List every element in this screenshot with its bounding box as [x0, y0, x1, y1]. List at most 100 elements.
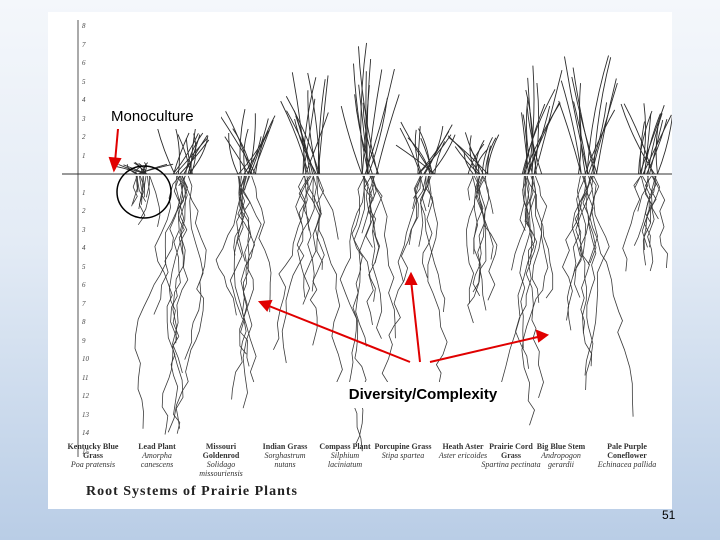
plant-stem — [527, 77, 537, 175]
root-strand — [381, 175, 421, 396]
plant-stem — [639, 121, 645, 175]
root-strand — [353, 175, 376, 302]
root-strand — [425, 175, 448, 386]
plant-stem — [657, 115, 672, 175]
root-strand — [317, 175, 339, 240]
plant-stem — [353, 63, 369, 175]
root-strand — [589, 175, 634, 417]
plant-foliage — [340, 42, 400, 175]
root-strand — [574, 175, 587, 298]
root-strand — [177, 175, 188, 210]
plant-stem — [588, 102, 608, 175]
root-strand — [366, 175, 381, 325]
plant-scientific-name: Spartina pectinata — [481, 460, 541, 469]
plant-stem — [307, 90, 319, 175]
plant-stem — [317, 79, 326, 175]
root-strand — [579, 175, 591, 334]
root-strand — [622, 175, 642, 272]
root-strand — [170, 175, 186, 429]
diversity-arrow-right — [429, 335, 543, 363]
root-strand — [368, 175, 380, 264]
plant-stem — [354, 94, 373, 175]
plant-stem — [423, 124, 453, 175]
plant-stem — [521, 112, 530, 175]
monoculture-label: Monoculture — [105, 105, 221, 129]
plant-stem — [126, 164, 137, 175]
plant-common-name: Big Blue Stem — [536, 442, 586, 451]
depth-tick: 3 — [82, 225, 86, 234]
depth-tick: 7 — [82, 299, 86, 308]
plant-common-name: Indian Grass — [262, 442, 308, 451]
root-strand — [566, 175, 593, 321]
root-strand — [273, 175, 309, 350]
depth-tick: 15 — [82, 447, 89, 456]
plant-roots — [134, 175, 207, 435]
root-strand — [178, 175, 186, 187]
plant-roots — [496, 175, 554, 426]
root-strand — [524, 175, 538, 263]
root-drawings — [131, 175, 668, 452]
root-strand — [475, 175, 481, 191]
root-strand — [419, 175, 446, 313]
plant-stem — [185, 138, 193, 175]
root-strand — [149, 175, 161, 227]
plant-stem — [649, 119, 664, 175]
plant-stem — [358, 46, 379, 175]
root-strand — [134, 175, 185, 429]
root-systems-illustration — [62, 20, 672, 457]
depth-tick: 6 — [82, 281, 86, 289]
root-strand — [530, 175, 543, 303]
root-strand — [496, 175, 535, 401]
diversity-arrow-left — [263, 303, 411, 363]
root-strand — [237, 175, 253, 409]
plant-common-name: Heath Aster — [442, 442, 484, 451]
root-strand — [233, 175, 250, 367]
root-strand — [472, 175, 478, 194]
root-strand — [642, 175, 652, 266]
plant-stem — [156, 126, 176, 175]
root-strand — [363, 175, 383, 339]
root-strand — [143, 175, 147, 198]
root-strand — [240, 175, 262, 383]
plant-stem — [293, 110, 314, 175]
plant-stem — [638, 110, 653, 175]
root-strand — [362, 175, 374, 201]
root-strand — [145, 175, 150, 198]
plant-stem — [525, 97, 533, 175]
root-strand — [181, 175, 207, 360]
root-strand — [251, 175, 272, 313]
plant-stem — [255, 115, 276, 175]
depth-tick: 11 — [82, 373, 89, 382]
root-strand — [649, 175, 661, 223]
page-number: 51 — [662, 508, 676, 522]
plant-scientific-name: Poa pratensis — [70, 460, 116, 469]
plant-foliage — [156, 123, 210, 175]
depth-tick: 2 — [82, 133, 86, 141]
plant-stem — [305, 112, 329, 175]
plant-foliage — [521, 65, 563, 175]
depth-tick: 14 — [82, 429, 89, 437]
root-strand — [281, 175, 310, 364]
root-strand — [524, 175, 544, 399]
root-strand — [526, 175, 554, 299]
depth-tick: 2 — [82, 207, 86, 215]
monoculture-circle — [116, 165, 172, 219]
plant-stem — [584, 109, 616, 175]
plant-stem — [475, 148, 489, 175]
root-strand — [365, 175, 383, 248]
plant-stem — [138, 163, 168, 175]
plant-stem — [586, 55, 609, 175]
plant-stem — [643, 113, 661, 175]
depth-tick: 9 — [82, 336, 86, 345]
plant-stem — [185, 132, 204, 175]
plant-scientific-name: Stipa spartea — [381, 451, 425, 460]
plant-stem — [340, 105, 363, 175]
root-strand — [572, 175, 586, 277]
root-strand — [519, 175, 526, 231]
